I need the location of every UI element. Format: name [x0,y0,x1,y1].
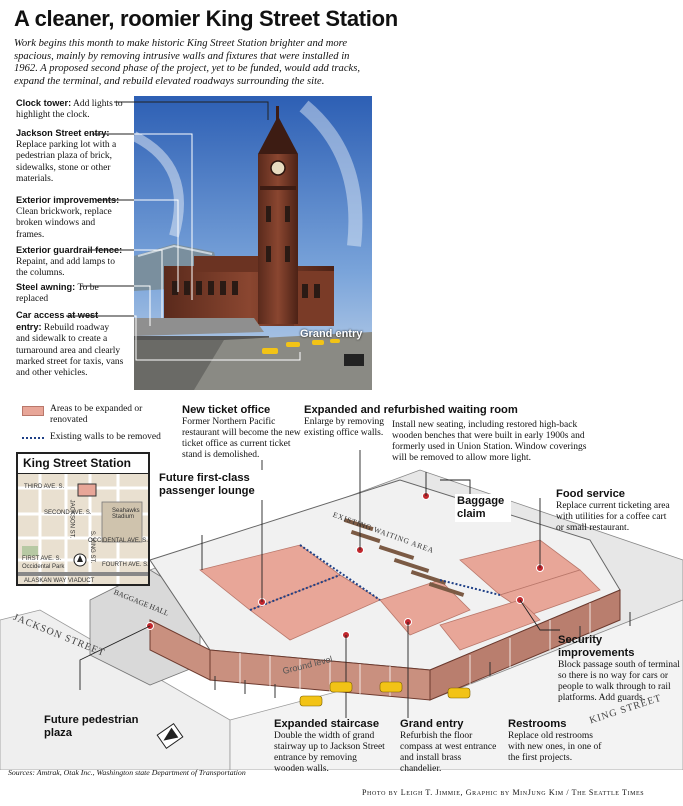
callout-steel-awning: Steel awning: To be replaced [16,282,99,305]
section-baggage-claim: Baggage claim [455,494,511,522]
callout-car-access: Car access at west entry: Rebuild roadwa… [16,310,124,379]
callout-jackson-street-entry: Jackson Street entry:Replace parking lot… [16,128,117,184]
section-security: Security improvements Block passage sout… [558,634,680,703]
locator-map: King Street Station THIRD AVE. S. SECOND… [16,452,150,586]
photo-leader-lines [66,101,301,361]
section-pedestrian-plaza: Future pedestrian plaza [44,714,139,739]
section-new-ticket-office: New ticket office Former Northern Pacifi… [182,404,301,460]
legend-swatch-expanded [22,406,44,416]
section-waiting-room: Expanded and refurbished waiting room En… [304,404,518,438]
legend-walls: Existing walls to be removed [22,432,161,443]
map-title: King Street Station [18,454,148,474]
section-staircase: Expanded staircase Double the width of g… [274,718,385,774]
page-title: A cleaner, roomier King Street Station [14,6,398,31]
legend-expanded: Areas to be expanded or renovated [22,404,160,426]
callout-exterior-guardrail: Exterior guardrail fence: Repaint, and a… [16,245,123,279]
photo-credit: Photo by Leigh T. Jimmie, Graphic by Min… [362,788,645,797]
photo-label-grand-entry: Grand entry [300,328,363,340]
legend-dots-walls [22,436,44,439]
intro-paragraph: Work begins this month to make historic … [14,38,361,87]
section-food-service: Food service Replace current ticketing a… [556,488,670,533]
callout-clock-tower: Clock tower: Add lights to highlight the… [16,98,123,121]
section-first-class-lounge: Future first-class passenger lounge [155,470,275,500]
waiting-room-seating-text: Install new seating, including restored … [392,420,587,463]
section-grand-entry: Grand entry Refurbish the floor compass … [400,718,497,774]
section-restrooms: Restrooms Replace old restrooms with new… [508,718,602,763]
sources-note: Sources: Amtrak, Otak Inc., Washington s… [8,768,246,777]
callout-exterior-improvements: Exterior improvements:Clean brickwork, r… [16,195,120,240]
